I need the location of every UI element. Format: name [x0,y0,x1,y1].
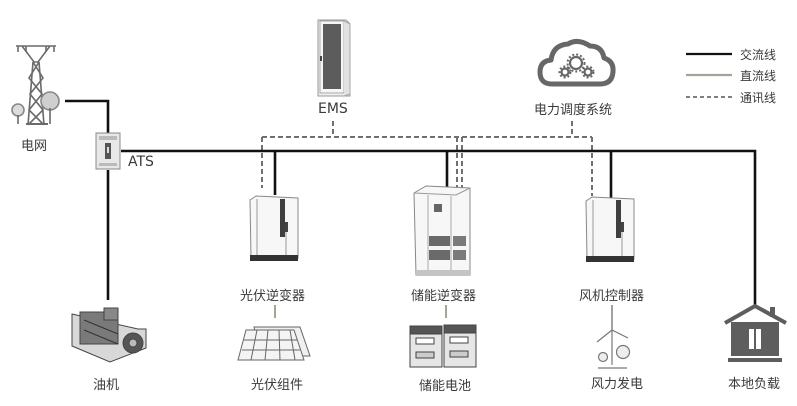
storage-inverter-label: 储能逆变器 [411,289,477,304]
load-label: 本地负载 [728,377,781,392]
house-icon [724,303,787,362]
wind-turbine-icon [596,305,631,369]
pv-modules-label: 光伏组件 [251,378,304,393]
storage-cabinet-icon [413,185,471,276]
inverter-cabinet-icon [585,196,635,262]
legend-ac-label: 交流线 [740,48,777,62]
ac-line-main-bus [121,149,757,306]
ats-switch-icon [95,132,121,170]
wind-controller-label: 风机控制器 [579,289,645,304]
diesel-label: 油机 [93,378,120,393]
dispatch-label: 电力调度系统 [534,103,613,118]
grid-label: 电网 [21,139,48,154]
dc-lines [274,305,447,318]
diesel-generator-icon [71,307,147,363]
wind-label: 风力发电 [591,377,644,392]
legend [686,52,732,98]
pv-inverter-label: 光伏逆变器 [240,289,306,304]
transmission-tower-icon [11,45,60,126]
ac-lines [65,99,757,306]
cloud-gears-icon [537,38,616,87]
ats-label: ATS [128,154,154,170]
inverter-cabinet-icon [249,195,299,261]
battery-label: 储能电池 [419,379,472,394]
ems-label: EMS [318,101,348,117]
legend-comm-label: 通讯线 [740,91,777,105]
comm-lines [261,121,593,196]
legend-dc-label: 直流线 [740,69,777,83]
ac-line-grid-ats [65,99,110,133]
server-cabinet-icon [317,19,351,97]
solar-panel-icon [237,326,311,361]
battery-icon [409,324,477,368]
